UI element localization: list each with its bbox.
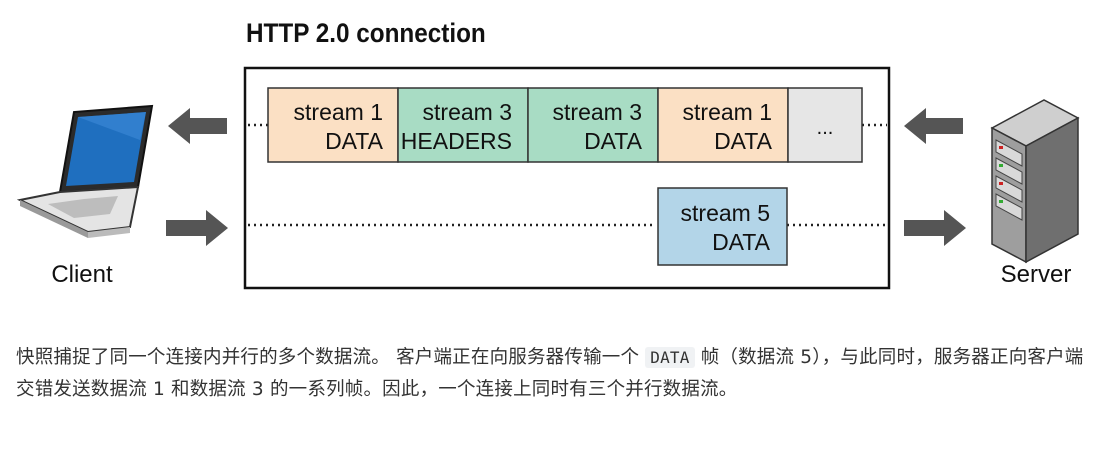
diagram-title: HTTP 2.0 connection — [246, 19, 486, 48]
frame-label-line2: HEADERS — [401, 128, 512, 154]
frame-stream3-headers: stream 3 HEADERS — [397, 87, 529, 163]
frame-label-line1: stream 3 — [553, 99, 642, 125]
frame-label-line1: stream 5 — [681, 200, 770, 226]
frame-stream1-data-a: stream 1 DATA — [267, 87, 399, 163]
caption-code-data: DATA — [645, 347, 695, 368]
frame-label-line1: stream 1 — [294, 99, 383, 125]
frame-label-line2: DATA — [584, 128, 643, 154]
client-label: Client — [51, 261, 113, 288]
arrow-right-bottom-left-icon — [166, 210, 228, 246]
frame-label-line1: stream 3 — [423, 99, 512, 125]
frame-label-line2: DATA — [714, 128, 773, 154]
connection-box — [243, 66, 891, 290]
frame-stream1-data-b: stream 1 DATA — [657, 87, 789, 163]
arrow-right-bottom-right-icon — [904, 210, 966, 246]
http2-diagram: HTTP 2.0 connection stream 1 DATA stream… — [16, 19, 1080, 290]
frame-label-line1: stream 1 — [683, 99, 772, 125]
caption-text-2: 帧（数据流 5），与此同时，服务器正向客户端交错发送数据流 1 和数据流 3 的… — [16, 347, 1084, 400]
frame-label-line2: DATA — [712, 229, 771, 255]
caption-paragraph: 快照捕捉了同一个连接内并行的多个数据流。 客户端正在向服务器传输一个 DATA … — [16, 342, 1100, 406]
frame-more-label: ... — [817, 117, 834, 139]
laptop-icon — [16, 104, 154, 238]
frame-stream3-data: stream 3 DATA — [527, 87, 659, 163]
server-label: Server — [1001, 261, 1072, 288]
frame-more: ... — [787, 87, 863, 163]
arrow-left-top-left-icon — [168, 108, 227, 144]
frame-label-line2: DATA — [325, 128, 384, 154]
caption-text-1: 快照捕捉了同一个连接内并行的多个数据流。 客户端正在向服务器传输一个 — [16, 347, 646, 368]
server-icon — [990, 99, 1080, 264]
arrow-left-top-right-icon — [904, 108, 963, 144]
frame-stream5-data: stream 5 DATA — [657, 187, 788, 266]
